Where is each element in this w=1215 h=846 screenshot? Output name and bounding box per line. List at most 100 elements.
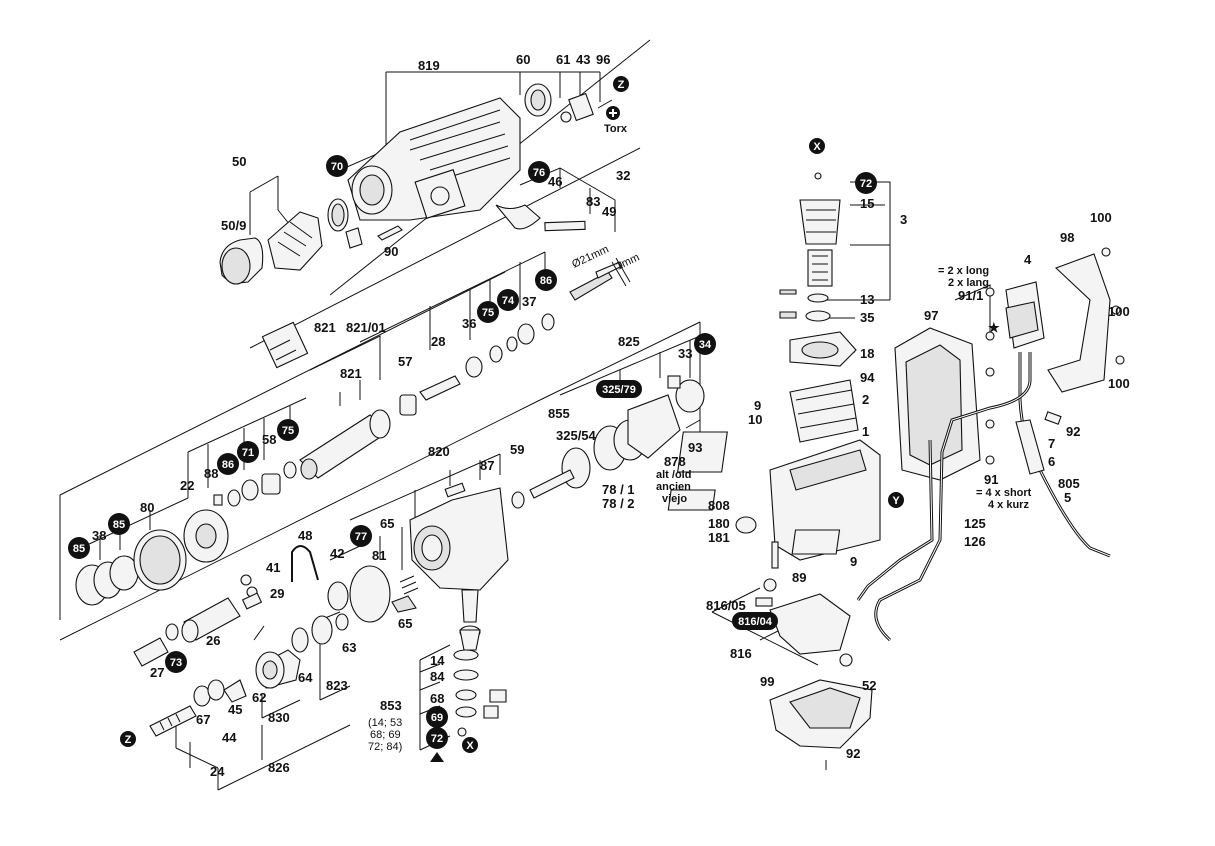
drive-shaft-group bbox=[253, 613, 349, 689]
label-92-bottom: 92 bbox=[846, 746, 860, 761]
badge-85-a: 85 bbox=[108, 513, 130, 535]
label-819: 819 bbox=[418, 58, 440, 73]
label-878-old: alt /old bbox=[656, 469, 691, 481]
badge-85-b: 85 bbox=[68, 537, 90, 559]
clutch-group bbox=[511, 375, 705, 509]
label-100-a: 100 bbox=[1090, 210, 1112, 225]
label-90: 90 bbox=[384, 244, 398, 259]
label-35: 35 bbox=[860, 310, 874, 325]
chuck-body-part bbox=[267, 211, 323, 271]
label-821-top: 821 bbox=[314, 320, 336, 335]
torx-icon bbox=[606, 106, 620, 120]
label-4x-kurz: 4 x kurz bbox=[988, 499, 1029, 511]
label-94: 94 bbox=[860, 370, 875, 385]
label-2: 2 bbox=[862, 392, 869, 407]
svg-text:Z: Z bbox=[125, 734, 132, 746]
label-18: 18 bbox=[860, 346, 874, 361]
label-37: 37 bbox=[522, 294, 536, 309]
label-6: 6 bbox=[1048, 454, 1055, 469]
label-59: 59 bbox=[510, 442, 524, 457]
label-78-1: 78 / 1 bbox=[602, 482, 635, 497]
label-820: 820 bbox=[428, 444, 450, 459]
label-126: 126 bbox=[964, 534, 986, 549]
label-821-mid: 821 bbox=[340, 366, 362, 381]
label-81: 81 bbox=[372, 548, 386, 563]
label-46: 46 bbox=[548, 174, 562, 189]
label-22: 22 bbox=[180, 478, 194, 493]
label-78-2: 78 / 2 bbox=[602, 496, 635, 511]
badge-76: 76 bbox=[528, 161, 550, 183]
badge-86-top: 86 bbox=[535, 269, 557, 291]
svg-text:72: 72 bbox=[860, 178, 872, 190]
guide-sleeve-part bbox=[261, 313, 555, 480]
label-43: 43 bbox=[576, 52, 590, 67]
badge-77: 77 bbox=[350, 525, 372, 547]
label-4: 4 bbox=[1024, 252, 1032, 267]
svg-text:816/04: 816/04 bbox=[738, 616, 773, 628]
svg-text:★: ★ bbox=[988, 320, 1000, 335]
label-torx: Torx bbox=[604, 123, 628, 135]
field-coil-part bbox=[789, 379, 859, 443]
label-27: 27 bbox=[150, 665, 164, 680]
label-64: 64 bbox=[298, 670, 313, 685]
label-853-note-2: 68; 69 bbox=[370, 729, 401, 741]
star-icon: ★ bbox=[988, 320, 1000, 335]
label-87: 87 bbox=[480, 458, 494, 473]
label-10: 10 bbox=[748, 412, 762, 427]
label-57: 57 bbox=[398, 354, 412, 369]
svg-text:75: 75 bbox=[282, 425, 294, 437]
label-808: 808 bbox=[708, 498, 730, 513]
label-1: 1 bbox=[862, 424, 869, 439]
label-44: 44 bbox=[222, 730, 237, 745]
badge-z-top: Z bbox=[613, 76, 629, 92]
svg-text:85: 85 bbox=[73, 543, 85, 555]
switch-part bbox=[1005, 281, 1062, 425]
badge-70: 70 bbox=[326, 155, 348, 177]
label-33: 33 bbox=[678, 346, 692, 361]
svg-text:325/79: 325/79 bbox=[602, 384, 636, 396]
svg-text:77: 77 bbox=[355, 531, 367, 543]
svg-text:X: X bbox=[813, 141, 821, 153]
label-26: 26 bbox=[206, 633, 220, 648]
svg-text:X: X bbox=[466, 740, 474, 752]
label-816-05: 816/05 bbox=[706, 598, 746, 613]
label-823: 823 bbox=[326, 678, 348, 693]
badge-325-79: 325/79 bbox=[596, 380, 642, 398]
label-181: 181 bbox=[708, 530, 730, 545]
badge-75-mid: 75 bbox=[277, 419, 299, 441]
svg-text:69: 69 bbox=[431, 712, 443, 724]
motor-cover-part bbox=[769, 679, 873, 770]
badge-74: 74 bbox=[497, 289, 519, 311]
label-91-1: 91/1 bbox=[958, 288, 983, 303]
label-49: 49 bbox=[602, 204, 616, 219]
label-2x-lang: 2 x lang bbox=[948, 277, 989, 289]
label-830: 830 bbox=[268, 710, 290, 725]
label-93: 93 bbox=[688, 440, 702, 455]
svg-text:86: 86 bbox=[540, 275, 552, 287]
label-1mm: 1mm bbox=[614, 252, 641, 273]
svg-text:73: 73 bbox=[170, 657, 182, 669]
label-83: 83 bbox=[586, 194, 600, 209]
label-84: 84 bbox=[430, 669, 445, 684]
svg-text:85: 85 bbox=[113, 519, 125, 531]
label-45: 45 bbox=[228, 702, 242, 717]
impact-mechanism-group bbox=[75, 461, 297, 606]
badge-86-mid: 86 bbox=[217, 453, 239, 475]
label-52: 52 bbox=[862, 678, 876, 693]
spring-and-seal-group bbox=[291, 545, 419, 623]
label-91: 91 bbox=[984, 472, 998, 487]
chuck-group bbox=[219, 198, 403, 285]
badges: 70 76 86 74 75 75 71 86 85 85 34 325/79 … bbox=[68, 76, 904, 753]
label-24: 24 bbox=[210, 764, 225, 779]
label-125: 125 bbox=[964, 516, 986, 531]
label-2x-long: = 2 x long bbox=[938, 265, 989, 277]
label-878: 878 bbox=[664, 454, 686, 469]
fan-baffle-part bbox=[789, 331, 857, 367]
label-41: 41 bbox=[266, 560, 280, 575]
svg-text:71: 71 bbox=[242, 447, 254, 459]
gear-housing-part bbox=[347, 83, 613, 232]
handle-half-left-part bbox=[894, 287, 995, 481]
label-80: 80 bbox=[140, 500, 154, 515]
label-99: 99 bbox=[760, 674, 774, 689]
label-68: 68 bbox=[430, 691, 444, 706]
